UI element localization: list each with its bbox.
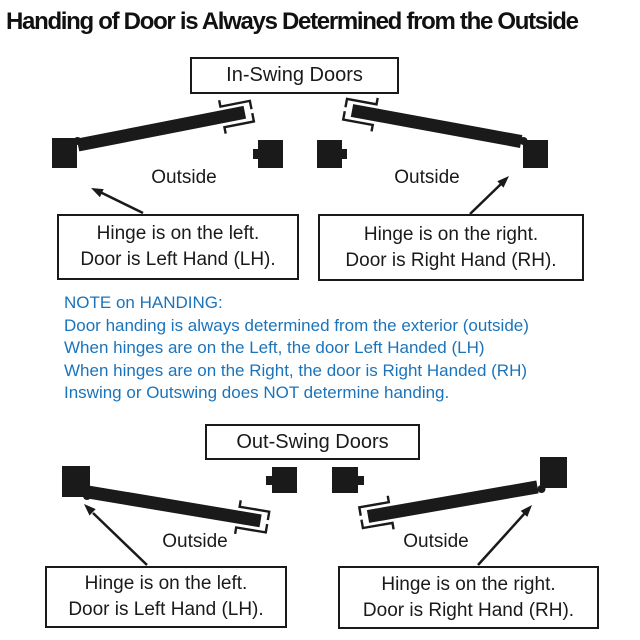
- strike-notch-icon: [253, 149, 259, 159]
- inswing-left-outside-label: Outside: [151, 167, 217, 188]
- outswing-right-door-diagram: [332, 457, 567, 566]
- outswing-left-outside-label: Outside: [162, 531, 228, 552]
- caption-line: Door is Left Hand (LH).: [80, 249, 276, 270]
- caption-line: Hinge is on the left.: [96, 223, 260, 244]
- hinge-jamb-icon: [523, 140, 548, 168]
- caption-line: Door is Right Hand (RH).: [362, 599, 575, 621]
- outswing-section-label-text: Out-Swing Doors: [236, 430, 389, 453]
- inswing-right-outside-label: Outside: [394, 167, 460, 188]
- strike-jamb-icon: [332, 467, 358, 493]
- note-line: Door handing is always determined from t…: [64, 315, 529, 335]
- inswing-section-label: In-Swing Doors: [190, 57, 399, 94]
- note-line: When hinges are on the Right, the door i…: [64, 360, 528, 380]
- strike-jamb-icon: [258, 140, 283, 168]
- hinge-pointer-arrow-icon: [84, 504, 148, 566]
- door-icon: [86, 485, 262, 528]
- handing-note: NOTE on HANDING: Door handing is always …: [64, 292, 624, 405]
- strike-notch-icon: [341, 149, 347, 159]
- outswing-right-outside-label: Outside: [403, 531, 469, 552]
- hinge-jamb-icon: [52, 138, 77, 168]
- outswing-section-label: Out-Swing Doors: [205, 424, 420, 460]
- inswing-right-caption-box: Hinge is on the right. Door is Right Han…: [318, 214, 584, 281]
- inswing-section-label-text: In-Swing Doors: [226, 64, 363, 86]
- note-line: Inswing or Outswing does NOT determine h…: [64, 383, 450, 402]
- outswing-left-caption-box: Hinge is on the left. Door is Left Hand …: [45, 566, 287, 628]
- door-icon: [76, 105, 247, 152]
- door-icon: [366, 480, 539, 523]
- inswing-right-door-diagram: [317, 91, 548, 215]
- strike-jamb-icon: [317, 140, 342, 168]
- strike-notch-icon: [358, 476, 364, 485]
- outswing-right-caption-box: Hinge is on the right. Door is Right Han…: [338, 566, 599, 629]
- door-icon: [350, 104, 523, 148]
- note-line: NOTE on HANDING:: [64, 293, 223, 312]
- outswing-left-door-diagram: [62, 466, 297, 566]
- page-title: Handing of Door is Always Determined fro…: [6, 8, 579, 35]
- hinge-pointer-arrow-icon: [477, 505, 532, 566]
- hinge-jamb-icon: [62, 466, 90, 497]
- caption-line: Hinge is on the right.: [363, 223, 539, 245]
- inswing-left-caption-box: Hinge is on the left. Door is Left Hand …: [57, 214, 299, 280]
- strike-jamb-icon: [272, 467, 297, 493]
- hinge-pointer-arrow-icon: [91, 188, 144, 215]
- caption-line: Door is Right Hand (RH).: [345, 249, 557, 271]
- caption-line: Hinge is on the right.: [381, 573, 556, 595]
- hinge-pointer-arrow-icon: [469, 176, 509, 215]
- caption-line: Hinge is on the left.: [84, 573, 248, 594]
- caption-line: Door is Left Hand (LH).: [68, 599, 264, 620]
- hinge-jamb-icon: [540, 457, 567, 488]
- inswing-left-door-diagram: [52, 93, 283, 215]
- strike-notch-icon: [266, 476, 272, 485]
- note-line: When hinges are on the Left, the door Le…: [64, 338, 485, 357]
